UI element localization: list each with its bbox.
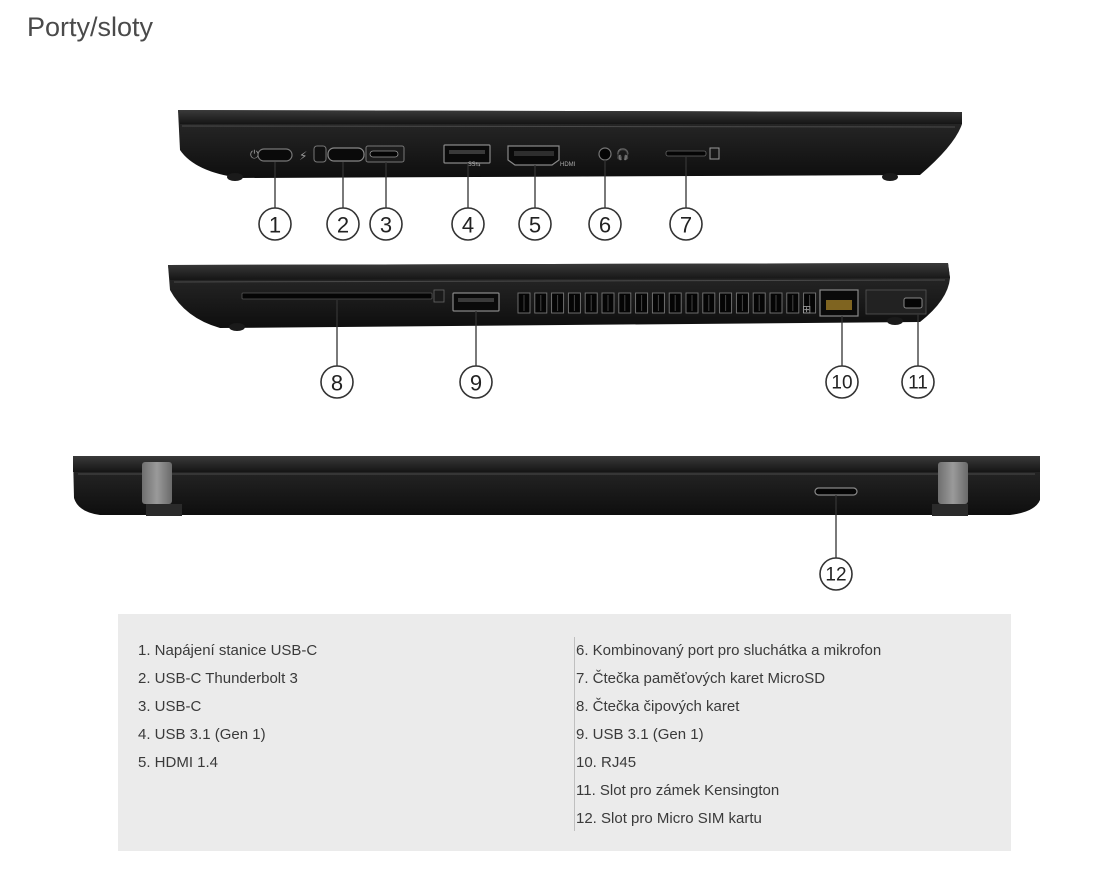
legend-item: 4. USB 3.1 (Gen 1) [138,726,266,743]
usb-c-power-port-icon: ⏻ [250,148,293,162]
callout-11: 11 [901,365,935,399]
kensington-lock-slot-icon [865,289,927,315]
headphone-mic-jack-icon: 🎧 [598,147,630,161]
callout-12: 12 [819,557,853,591]
svg-text:SS⇆: SS⇆ [468,161,481,168]
page-title: Porty/sloty [27,12,154,42]
callout-3: 3 [369,207,403,241]
microsd-slot-icon [665,147,720,160]
legend-item: 3. USB-C [138,698,202,715]
callout-12-label: 12 [825,565,846,586]
svg-text:⊞: ⊞ [802,303,811,316]
rj45-port-icon: ⊞ [802,289,859,317]
laptop-ports-diagram: ⏻ ⚡ SS⇆ HDMI 🎧 [73,110,1040,591]
callout-10: 10 [825,365,859,399]
laptop-left-side-view: ⏻ ⚡ SS⇆ HDMI 🎧 [178,110,962,181]
leader-lines [274,157,919,558]
ports-legend-left-column: 1. Napájení stanice USB-C 2. USB-C Thund… [138,637,317,777]
hinge-left-icon [142,462,182,516]
callout-5-label: 5 [529,213,541,238]
legend-item: 5. HDMI 1.4 [138,754,219,771]
smart-card-slot-icon [241,289,445,303]
hinge-right-icon [932,462,968,516]
callout-2: 2 [326,207,360,241]
usb-c-thunderbolt-port-icon: ⚡ [299,145,365,163]
svg-text:⚡: ⚡ [299,149,307,163]
callout-5: 5 [518,207,552,241]
callout-1: 1 [258,207,292,241]
callout-11-label: 11 [908,373,928,394]
ports-legend-right-column: 6. Kombinovaný port pro sluchátka a mikr… [574,637,881,831]
usb-c-port-icon [365,145,405,163]
legend-item: 7. Čtečka paměťových karet MicroSD [576,670,826,687]
callout-10-label: 10 [831,373,852,394]
legend-item: 10. RJ45 [576,754,637,771]
svg-text:🎧: 🎧 [616,148,630,161]
callout-8-label: 8 [331,371,343,396]
legend-item: 6. Kombinovaný port pro sluchátka a mikr… [576,642,882,659]
callout-8: 8 [320,365,354,399]
legend-item: 11. Slot pro zámek Kensington [576,782,780,799]
callout-4-label: 4 [462,213,474,238]
hdmi-label: HDMI [560,162,576,168]
legend-item: 2. USB-C Thunderbolt 3 [138,670,298,687]
laptop-right-side-view: ⊞ [168,263,950,331]
callout-9: 9 [459,365,493,399]
callout-6-label: 6 [599,213,611,238]
callout-6: 6 [588,207,622,241]
vent-grille-icon [517,292,817,314]
callout-4: 4 [451,207,485,241]
hdmi-port-icon: HDMI [507,145,576,168]
callout-9-label: 9 [470,371,482,396]
legend-item: 1. Napájení stanice USB-C [138,642,318,659]
callout-7: 7 [669,207,703,241]
legend-item: 8. Čtečka čipových karet [576,698,740,715]
svg-text:⏻: ⏻ [250,148,259,161]
legend-item: 9. USB 3.1 (Gen 1) [576,726,704,743]
callout-3-label: 3 [380,213,392,238]
callout-1-label: 1 [269,213,281,238]
usb-a-port-icon: SS⇆ [443,144,491,168]
usb-a-port-right-icon [452,292,500,312]
ports-legend-panel: 1. Napájení stanice USB-C 2. USB-C Thund… [118,614,1011,851]
callout-7-label: 7 [680,213,692,238]
legend-item: 12. Slot pro Micro SIM kartu [576,810,762,827]
laptop-rear-view [73,456,1040,516]
callout-2-label: 2 [337,213,349,238]
micro-sim-slot-icon [814,487,858,496]
